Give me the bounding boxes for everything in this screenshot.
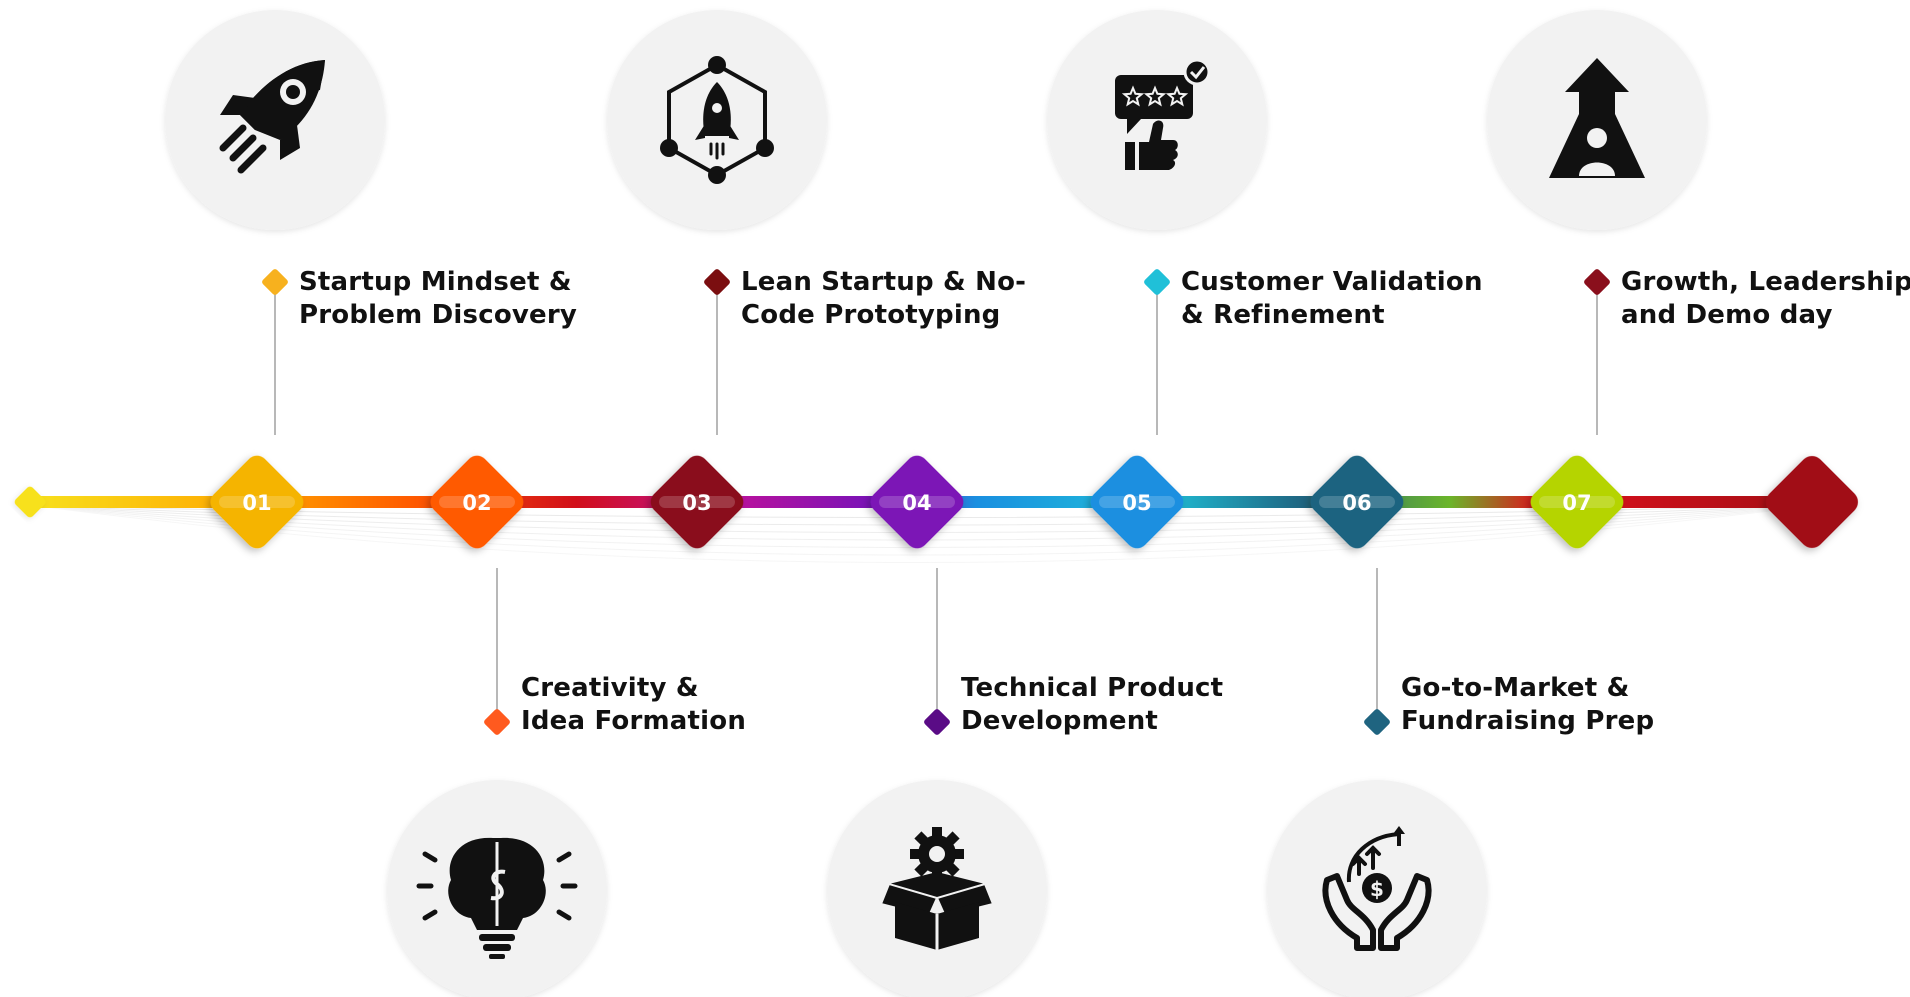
network-rocket-icon <box>660 56 774 184</box>
step-title-line1: Customer Validation <box>1181 267 1483 297</box>
step-title-line1: Go-to-Market & <box>1401 673 1630 703</box>
step-number-05: 05 <box>1122 491 1151 515</box>
hands-growth-icon: $ <box>1322 826 1432 951</box>
step-label-05: Customer Validation& Refinement <box>1181 266 1483 332</box>
step-title-line2: Development <box>961 706 1159 736</box>
step-title-line1: Creativity & <box>521 673 699 703</box>
timeline-end-diamond <box>1766 456 1858 548</box>
step-band-03 <box>659 496 735 508</box>
step-diamond-06 <box>1310 455 1404 549</box>
rocket-icon <box>219 60 325 174</box>
leader-arrow-icon <box>1549 58 1645 178</box>
step-band-07 <box>1539 496 1615 508</box>
timeline-start-diamond <box>14 486 46 518</box>
step-number-04: 04 <box>902 491 931 515</box>
step-diamond-07 <box>1530 455 1624 549</box>
step-title-line2: Problem Discovery <box>299 300 578 330</box>
connector-dot-06 <box>1364 709 1390 735</box>
step-band-02 <box>439 496 515 508</box>
step-band-05 <box>1099 496 1175 508</box>
step-band-06 <box>1319 496 1395 508</box>
step-title-line2: and Demo day <box>1621 300 1833 330</box>
connector-dot-04 <box>924 709 950 735</box>
step-number-01: 01 <box>242 491 271 515</box>
step-title-line2: & Refinement <box>1181 300 1385 330</box>
rating-thumbs-up-icon <box>1115 58 1211 170</box>
step-diamond-05 <box>1090 455 1184 549</box>
step-label-02: Creativity &Idea Formation <box>521 672 746 738</box>
connector-dot-03 <box>704 269 730 295</box>
step-title-line1: Growth, Leadership <box>1621 267 1910 297</box>
step-title-line2: Idea Formation <box>521 706 747 736</box>
connector-dot-01 <box>262 269 288 295</box>
step-title-line2: Fundraising Prep <box>1401 706 1655 736</box>
step-number-06: 06 <box>1342 491 1371 515</box>
step-label-01: Startup Mindset &Problem Discovery <box>299 266 577 332</box>
svg-text:$: $ <box>1370 877 1384 901</box>
step-number-03: 03 <box>682 491 711 515</box>
step-title-line1: Lean Startup & No- <box>741 267 1027 297</box>
step-label-06: Go-to-Market &Fundraising Prep <box>1401 672 1654 738</box>
gear-box-icon <box>879 827 995 950</box>
step-diamond-02 <box>430 455 524 549</box>
step-title-line1: Technical Product <box>961 673 1224 703</box>
step-band-01 <box>219 496 295 508</box>
step-diamond-01 <box>210 455 304 549</box>
step-title-line1: Startup Mindset & <box>299 267 572 297</box>
step-title-line2: Code Prototyping <box>741 300 1001 330</box>
connector-dot-02 <box>484 709 510 735</box>
brain-bulb-icon <box>416 837 578 959</box>
connector-dot-05 <box>1144 269 1170 295</box>
step-band-04 <box>879 496 955 508</box>
step-diamond-04 <box>870 455 964 549</box>
step-label-03: Lean Startup & No-Code Prototyping <box>741 266 1026 332</box>
step-number-02: 02 <box>462 491 491 515</box>
icon-circle-05 <box>1047 10 1267 230</box>
connector-dot-07 <box>1584 269 1610 295</box>
step-diamond-03 <box>650 455 744 549</box>
step-number-07: 07 <box>1562 491 1591 515</box>
